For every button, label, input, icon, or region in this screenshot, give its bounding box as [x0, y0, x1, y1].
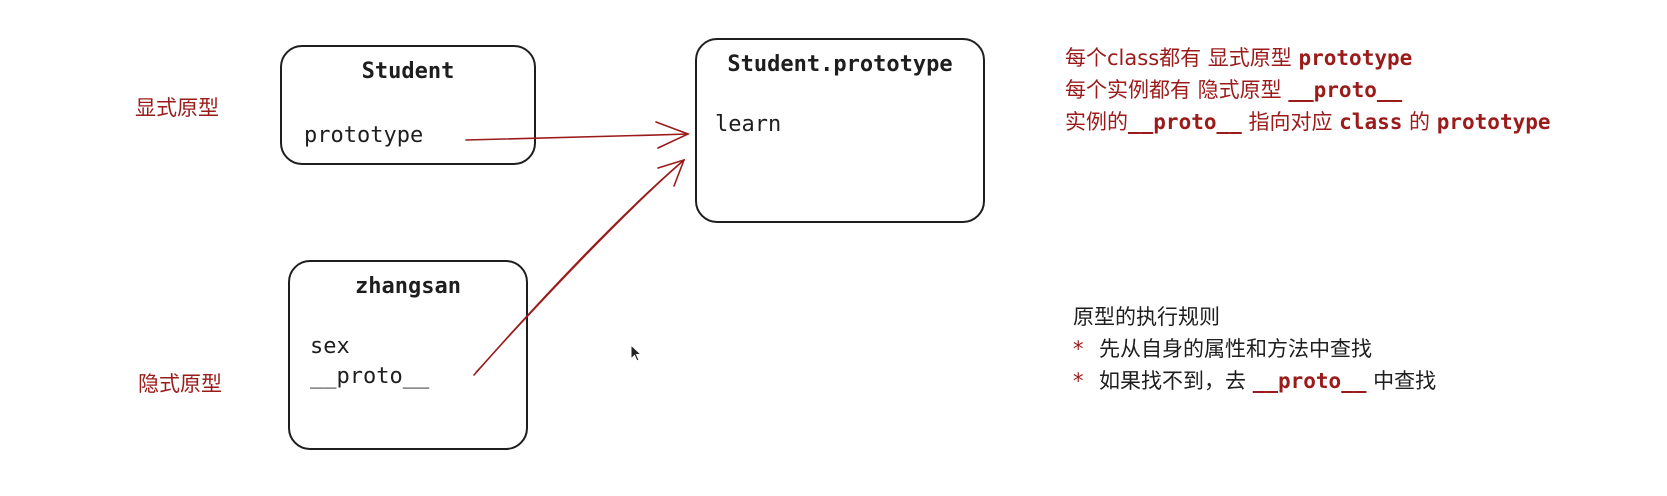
prototype-arrow	[465, 133, 689, 141]
prototype-arrow-head	[655, 121, 691, 149]
prototype-notes: 每个class都有 显式原型 prototype 每个实例都有 隐式原型 __p…	[1065, 42, 1551, 138]
zhangsan-instance-box: zhangsan sex __proto__	[288, 260, 528, 450]
proto-field: __proto__	[310, 364, 430, 389]
zhangsan-instance-title: zhangsan	[355, 274, 461, 299]
note-line-2: 每个实例都有 隐式原型 __proto__	[1065, 78, 1403, 102]
rule-item-1: *先从自身的属性和方法中查找	[1073, 337, 1372, 361]
rules-title: 原型的执行规则	[1073, 305, 1220, 329]
proto-arrow-head	[657, 158, 686, 187]
rule-item-2: *如果找不到，去 __proto__ 中查找	[1073, 369, 1437, 393]
note-line-3: 实例的__proto__ 指向对应 class 的 prototype	[1065, 110, 1551, 134]
explicit-prototype-label: 显式原型	[135, 96, 219, 120]
mouse-cursor-icon	[630, 344, 643, 362]
sex-field: sex	[310, 334, 350, 359]
student-class-title: Student	[361, 59, 455, 84]
student-prototype-field: prototype	[304, 123, 424, 148]
proto-arrow	[473, 159, 685, 376]
implicit-prototype-label: 隐式原型	[138, 372, 222, 396]
note-line-1: 每个class都有 显式原型 prototype	[1065, 46, 1413, 70]
learn-method-field: learn	[715, 112, 782, 137]
student-prototype-title: Student.prototype	[727, 52, 953, 77]
student-class-box: Student prototype	[280, 45, 536, 165]
execution-rules: 原型的执行规则 *先从自身的属性和方法中查找 *如果找不到，去 __proto_…	[1073, 301, 1436, 397]
student-prototype-box: Student.prototype learn	[695, 38, 985, 223]
